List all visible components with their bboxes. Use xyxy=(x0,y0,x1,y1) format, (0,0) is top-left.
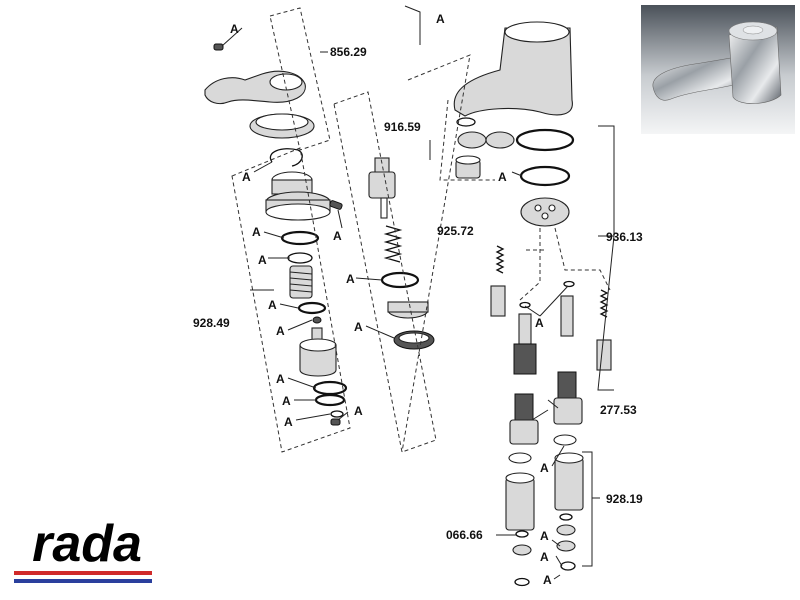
aerator-insert xyxy=(457,131,515,149)
rada-logo: rada xyxy=(14,515,152,583)
logo-stripe-red xyxy=(14,571,152,575)
allen-key xyxy=(404,5,421,45)
o-ring-mid xyxy=(297,301,327,315)
o-ring-large xyxy=(280,230,320,246)
circlip xyxy=(269,148,303,167)
spider-cage xyxy=(387,301,429,319)
tiny-washer xyxy=(330,410,344,418)
label-856-29: 856.29 xyxy=(330,45,367,59)
label-066-66: 066.66 xyxy=(446,528,483,542)
marker-a: A xyxy=(540,529,549,543)
bottom-washers xyxy=(512,513,576,587)
marker-a: A xyxy=(346,272,355,286)
marker-a: A xyxy=(354,404,363,418)
marker-a: A xyxy=(543,573,552,587)
o-ring-small xyxy=(287,252,313,264)
handle-ring xyxy=(249,113,315,139)
lever-handle xyxy=(204,70,306,105)
marker-a: A xyxy=(436,12,445,26)
pin xyxy=(330,418,341,426)
tail-adaptors xyxy=(505,452,584,531)
body-o-ring xyxy=(515,128,575,187)
marker-a: A xyxy=(535,316,544,330)
marker-a: A xyxy=(268,298,277,312)
o-ring-middle xyxy=(380,271,420,289)
marker-a: A xyxy=(282,394,291,408)
marker-a: A xyxy=(498,170,507,184)
spindle-right xyxy=(553,280,583,425)
group-outlines xyxy=(231,7,611,453)
marker-a: A xyxy=(276,372,285,386)
label-916-59: 916.59 xyxy=(384,120,421,134)
compression-spring xyxy=(383,225,403,263)
washer-small xyxy=(312,316,322,324)
marker-a: A xyxy=(354,320,363,334)
marker-a: A xyxy=(258,253,267,267)
valve-stem xyxy=(368,157,396,219)
spindle-spring xyxy=(289,265,313,299)
marker-a: A xyxy=(230,22,239,36)
grub-screw xyxy=(213,43,224,51)
label-277-53: 277.53 xyxy=(600,403,637,417)
o-rings-lower xyxy=(312,380,348,407)
label-928-49: 928.49 xyxy=(193,316,230,330)
label-936-13: 936.13 xyxy=(606,230,643,244)
marker-a: A xyxy=(242,170,251,184)
fibre-washers xyxy=(508,434,577,464)
small-screw xyxy=(329,200,343,210)
tap-body xyxy=(453,21,573,117)
logo-stripe-blue xyxy=(14,579,152,583)
aerator-housing xyxy=(455,155,481,179)
bracket-lines xyxy=(221,27,615,580)
piston xyxy=(299,327,337,377)
marker-a: A xyxy=(540,550,549,564)
tap-photo-icon xyxy=(641,5,795,134)
aerator-washer xyxy=(456,117,476,127)
a-markers: A A A A A A A A A A A A A A A A A A A A xyxy=(230,12,552,587)
label-925-72: 925.72 xyxy=(437,224,474,238)
threaded-rod-left xyxy=(490,245,506,317)
flange-plate xyxy=(520,197,570,227)
marker-a: A xyxy=(333,229,342,243)
marker-a: A xyxy=(540,461,549,475)
marker-a: A xyxy=(252,225,261,239)
logo-text: rada xyxy=(32,515,142,573)
cartridge-head xyxy=(265,171,331,221)
marker-a: A xyxy=(284,415,293,429)
marker-a: A xyxy=(276,324,285,338)
spindle-left xyxy=(509,301,539,445)
seal-washer xyxy=(393,330,435,350)
label-928-19: 928.19 xyxy=(606,492,643,506)
